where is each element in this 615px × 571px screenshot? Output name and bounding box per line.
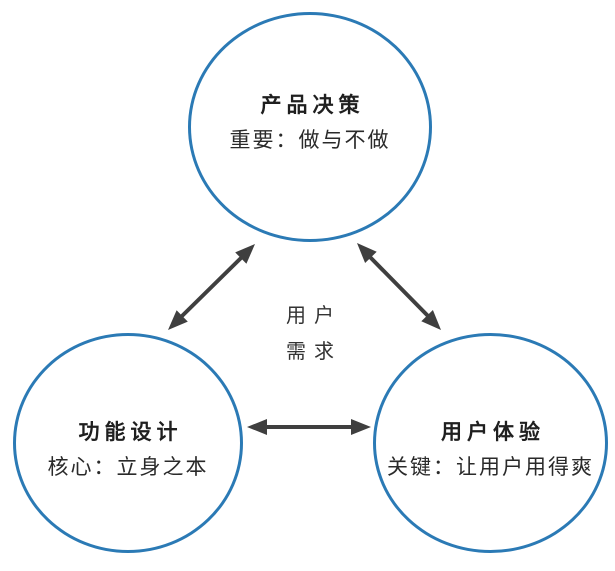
node-product-decision-subtitle: 重要：做与不做 (229, 127, 391, 152)
arrow-function-experience (247, 419, 371, 435)
node-function-design-subtitle: 核心：立身之本 (47, 454, 209, 479)
node-function-design-title: 功能设计 (78, 419, 183, 444)
node-user-experience: 用户体验 关键：让用户用得爽 (373, 333, 608, 553)
center-label-user-needs: 用户 需求 (278, 297, 342, 369)
center-label-line1: 用户 (286, 303, 342, 327)
center-label-line2: 需求 (286, 339, 342, 363)
node-user-experience-title: 用户体验 (441, 419, 545, 444)
node-function-design: 功能设计 核心：立身之本 (13, 333, 243, 553)
arrow-product-function (168, 244, 255, 330)
node-product-decision-title: 产品决策 (260, 92, 365, 117)
node-user-experience-subtitle: 关键：让用户用得爽 (387, 454, 594, 479)
node-product-decision: 产品决策 重要：做与不做 (188, 12, 432, 242)
arrow-product-experience (357, 243, 441, 330)
